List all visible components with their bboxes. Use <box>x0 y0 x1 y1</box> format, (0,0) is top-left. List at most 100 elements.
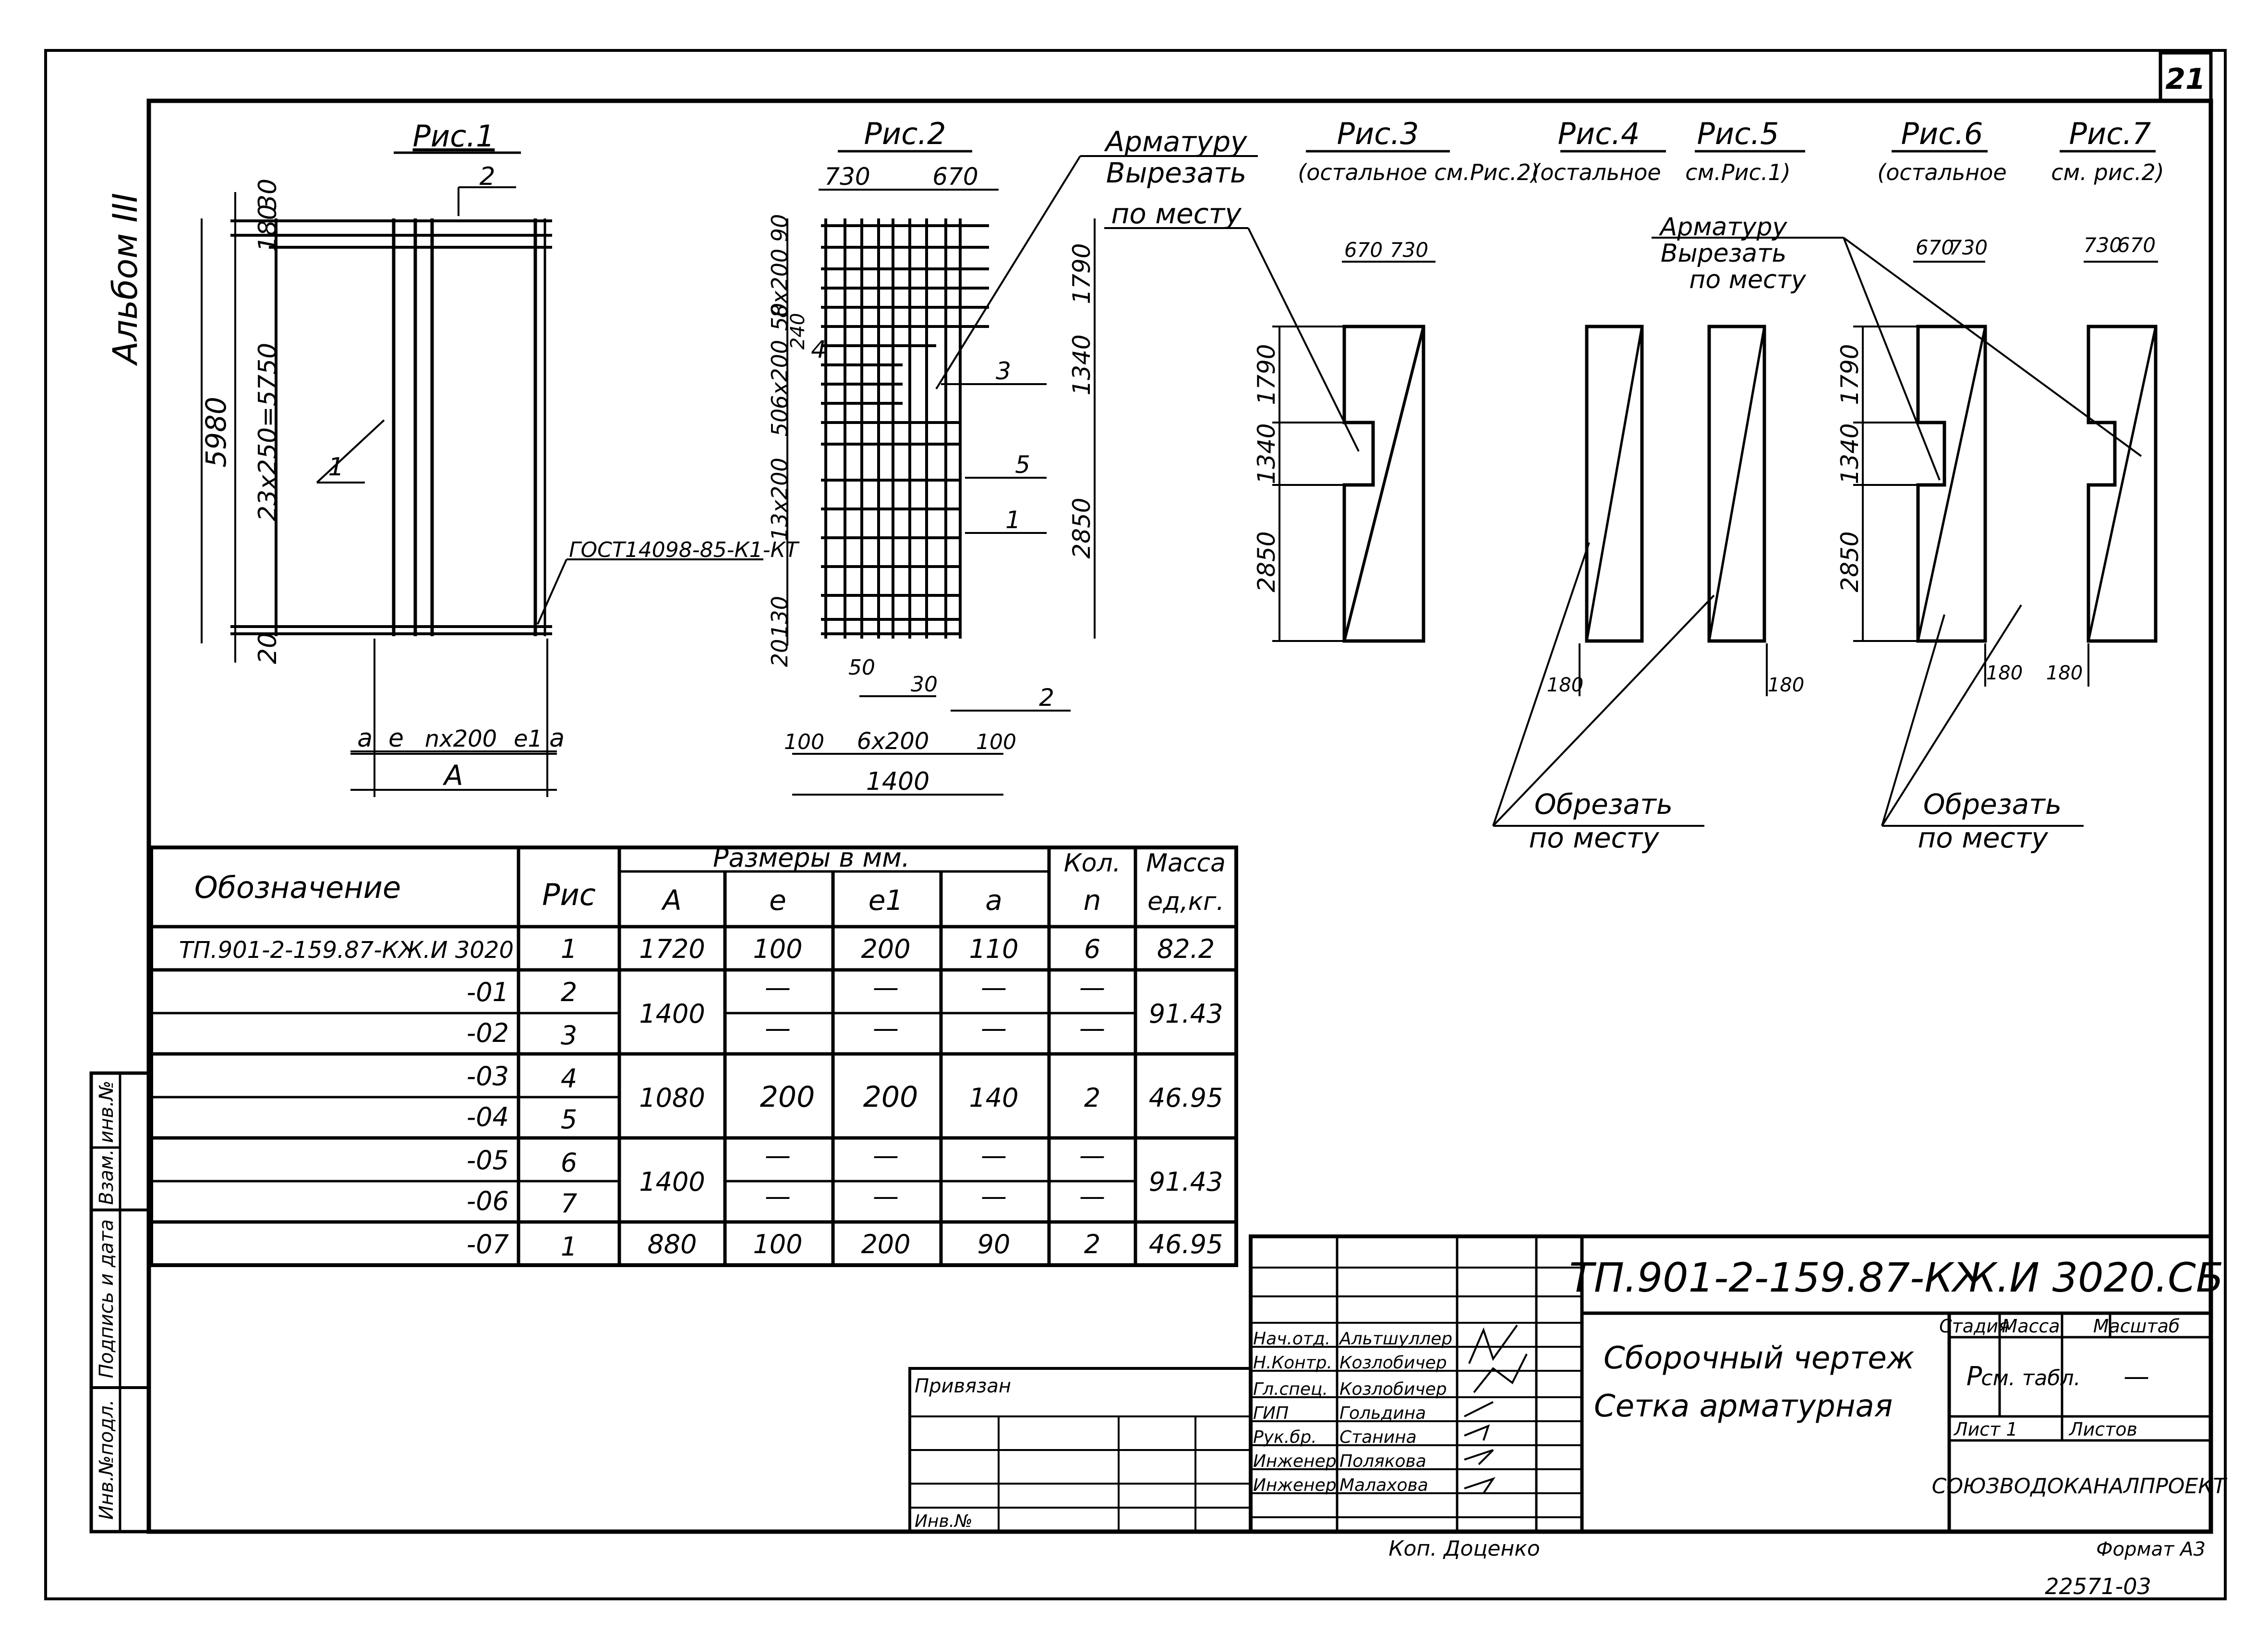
fig1-bot-a1: a <box>357 724 373 753</box>
fig45-dim-right: 180 <box>1768 674 1804 696</box>
figure-5: Рис.5 см.Рис.1) <box>1685 116 1805 643</box>
fig67-top-left-a: 670 <box>1916 236 1954 259</box>
title-block: Нач.отд. Альтшуллер Н.Контр. Козлобичер … <box>908 1234 2227 1599</box>
table-row-2-e: — <box>765 1013 791 1043</box>
table-row-3-mass: 46.95 <box>1149 1083 1223 1113</box>
fig2-callout-4: 4 <box>811 336 826 363</box>
sheet-label: Лист 1 <box>1953 1419 2018 1440</box>
table-row-3-e1: 200 <box>863 1080 918 1114</box>
table-row-0-fig: 1 <box>561 934 577 964</box>
table-row-5-mass: 91.43 <box>1149 1167 1223 1197</box>
role-1: Н.Контр. <box>1253 1353 1332 1373</box>
table-sub-e: e <box>769 884 786 917</box>
fig2-callout-3: 3 <box>996 357 1011 385</box>
role-5: Инженер <box>1253 1451 1337 1471</box>
table-row-3-fig: 4 <box>561 1064 577 1094</box>
fig2-right-2850: 2850 <box>1068 497 1096 558</box>
fig1-dim-top-b: 180 <box>253 204 282 252</box>
fig3-dim-1340: 1340 <box>1253 423 1280 484</box>
table-row-1-A: 1400 <box>639 999 705 1029</box>
sheet-number-box <box>2159 51 2213 103</box>
table-row-2-e1: — <box>873 1013 899 1043</box>
format: Формат А3 <box>2096 1538 2206 1560</box>
role-2: Гл.спец. <box>1253 1379 1328 1399</box>
fig1-dim-bottom: 20 <box>253 632 282 664</box>
fig2-left-130: 130 <box>767 596 793 638</box>
fig1-bot-n: nx200 <box>425 725 497 752</box>
inner-frame <box>146 98 2213 1534</box>
fig5-subtitle: см.Рис.1) <box>1685 159 1790 185</box>
table-row-6-e1: — <box>873 1181 899 1211</box>
cut-note-1-line1: Арматуру <box>1103 125 1247 158</box>
outer-frame <box>44 49 2227 1600</box>
fig1-dim-top-a: 30 <box>253 179 282 210</box>
figure-7: Рис.7 см. рис.2) <box>2051 116 2164 643</box>
table-row-5-e1: — <box>873 1140 899 1171</box>
table-row-2-fig: 3 <box>561 1020 577 1051</box>
figure-3: Рис.3 (остальное см.Рис.2) 670 730 1790 … <box>1253 116 1540 643</box>
fig2-callout-2: 2 <box>1039 684 1054 712</box>
table-row-0-e: 100 <box>753 934 802 964</box>
table-row-0-designation: ТП.901-2-159.87-КЖ.И 3020 <box>179 937 514 964</box>
doc-code: ТП.901-2-159.87-КЖ.И 3020.СБ <box>1569 1254 2224 1301</box>
table-row-0-a: 110 <box>969 934 1018 964</box>
table-row-0-A: 1720 <box>639 934 705 964</box>
table-row-7-fig: 1 <box>561 1232 577 1262</box>
table-row-6-fig: 7 <box>561 1188 577 1219</box>
name-6: Малахова <box>1339 1475 1428 1495</box>
table-head-mass: Масса <box>1146 849 1226 878</box>
table-row-3-n: 2 <box>1084 1083 1100 1113</box>
fig2-left-20: 20 <box>767 639 793 667</box>
fig2-top-right: 670 <box>932 163 978 191</box>
cut-note-4-line1: Обрезать <box>1923 788 2062 821</box>
stage-value: Р <box>1966 1361 1982 1391</box>
fig67-top-right-a: 730 <box>2084 233 2122 257</box>
cut-note-1-line2: Вырезать <box>1106 157 1246 189</box>
title-line2: Сетка арматурная <box>1594 1389 1893 1424</box>
title-line1: Сборочный чертеж <box>1604 1341 1915 1376</box>
fig2-right-1340: 1340 <box>1068 334 1096 395</box>
scale-label: Масштаб <box>2093 1316 2180 1337</box>
table-row-0-mass: 82.2 <box>1157 934 1215 964</box>
fig67-dim-2850: 2850 <box>1836 531 1864 592</box>
fig2-callout-1: 1 <box>1005 506 1021 534</box>
fig1-bot-total: A <box>442 759 463 792</box>
stage-label: Стадия <box>1939 1316 2009 1337</box>
fig2-left-6x200: 6x200 <box>767 340 793 409</box>
fig67-bot-b: 180 <box>2046 662 2083 684</box>
fig1-gost: ГОСТ14098-85-К1-КТ <box>569 538 800 562</box>
fig2-callout-5: 5 <box>1015 451 1030 479</box>
table-row-5-designation: -05 <box>467 1145 509 1175</box>
fig2-bot-50: 50 <box>848 655 875 680</box>
table-row-7-a: 90 <box>977 1229 1011 1259</box>
fig7-title: Рис.7 <box>2069 116 2151 151</box>
sheet-number: 21 <box>2165 62 2206 96</box>
table-sub-mass: ед,кг. <box>1147 887 1224 916</box>
table-sub-a: a <box>985 884 1002 917</box>
scale-value: — <box>2123 1361 2149 1391</box>
cut-note-1-line3: по месту <box>1111 197 1242 230</box>
fig2-top-left: 730 <box>824 163 870 191</box>
side-stamp-cell3: Взам. инв.№ <box>96 1081 118 1205</box>
fig3-top-a: 670 <box>1344 238 1383 262</box>
cut-note-2: Арматуру Вырезать по месту <box>1652 213 2142 481</box>
cut-note-4: Обрезать по месту <box>1881 604 2084 854</box>
table-row-7-A: 880 <box>647 1229 697 1259</box>
fig67-top-right-b: 670 <box>2117 233 2156 257</box>
fig1-title: Рис.1 <box>413 119 495 154</box>
fig2-left-50a: 50 <box>767 303 793 331</box>
fig1-bot-e2: e1 <box>514 725 543 752</box>
name-1: Козлобичер <box>1339 1353 1447 1373</box>
table-row-7-mass: 46.95 <box>1149 1229 1223 1259</box>
fig5-title: Рис.5 <box>1697 116 1779 151</box>
drawing-number: 22571-03 <box>2045 1573 2151 1599</box>
fig1-callout-2: 2 <box>479 162 495 191</box>
table-row-3-a: 140 <box>969 1083 1018 1113</box>
table-row-4-designation: -04 <box>467 1102 509 1132</box>
copied: Коп. Доценко <box>1388 1536 1540 1561</box>
fig3-subtitle: (остальное см.Рис.2) <box>1298 159 1539 185</box>
fig67-dim-1790: 1790 <box>1836 344 1864 405</box>
fig1-bot-a2: a <box>549 724 565 753</box>
role-3: ГИП <box>1253 1403 1289 1423</box>
